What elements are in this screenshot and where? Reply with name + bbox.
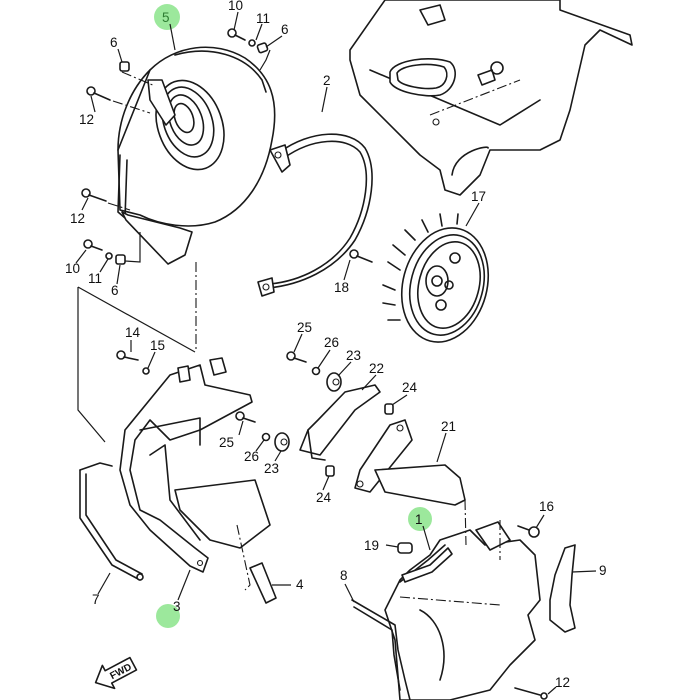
fastener-bolt-10-top[interactable] — [227, 28, 246, 41]
part-air-guide[interactable] — [119, 357, 271, 573]
fastener-bolt-16[interactable] — [517, 525, 540, 538]
callout-6[interactable]: 6 — [110, 35, 118, 50]
fastener-grommet-23-mid[interactable] — [274, 432, 290, 452]
callout-19[interactable]: 19 — [364, 538, 379, 553]
fwd-label: FWD — [108, 662, 133, 682]
fastener-grommet-23-top[interactable] — [326, 372, 342, 392]
callout-12[interactable]: 12 — [79, 112, 94, 127]
fastener-washer-26-mid[interactable] — [261, 432, 271, 442]
fastener-bolt-25-mid[interactable] — [235, 411, 256, 423]
callout-7[interactable]: 7 — [92, 592, 100, 607]
part-lower-cover[interactable] — [384, 499, 541, 700]
highlight-marker-1[interactable] — [408, 507, 432, 531]
callout-12[interactable]: 12 — [555, 675, 570, 690]
fastener-bolt-10-mid[interactable] — [83, 239, 103, 251]
fastener-screw-12-b[interactable] — [81, 188, 107, 202]
callout-14[interactable]: 14 — [125, 325, 141, 340]
fastener-collar-24-bot[interactable] — [325, 465, 335, 477]
callout-12[interactable]: 12 — [70, 211, 85, 226]
fastener-collar-6-top[interactable] — [256, 42, 269, 54]
part-fan-housing[interactable] — [117, 46, 276, 227]
callout-6[interactable]: 6 — [111, 283, 119, 298]
callout-8[interactable]: 8 — [340, 568, 348, 583]
callout-15[interactable]: 15 — [150, 338, 165, 353]
fastener-washer-26-top[interactable] — [311, 366, 321, 376]
callout-25[interactable]: 25 — [297, 320, 312, 335]
callout-3[interactable]: 3 — [173, 599, 181, 614]
fastener-screw-12-a[interactable] — [86, 86, 111, 101]
highlight-marker-3[interactable] — [156, 604, 180, 628]
callout-11[interactable]: 11 — [88, 271, 102, 286]
callout-9[interactable]: 9 — [599, 563, 607, 578]
callout-5[interactable]: 5 — [162, 10, 170, 25]
callout-labels: 5 10 11 6 6 12 2 12 17 10 11 6 18 14 15 … — [65, 0, 607, 690]
fastener-collar-6-mid[interactable] — [115, 254, 126, 265]
part-housing-bracket[interactable] — [121, 211, 193, 265]
part-flywheel[interactable] — [382, 213, 501, 352]
callout-24[interactable]: 24 — [316, 490, 332, 505]
fastener-collar-6-left[interactable] — [119, 61, 130, 72]
fastener-collar-24-top[interactable] — [384, 403, 394, 415]
callout-2[interactable]: 2 — [323, 73, 331, 88]
leader-lines — [75, 11, 597, 695]
highlight-marker-5[interactable] — [154, 4, 180, 30]
part-starter-band[interactable] — [257, 133, 373, 297]
fastener-washer-11-top[interactable] — [248, 39, 256, 47]
callout-25[interactable]: 25 — [219, 435, 234, 450]
callout-17[interactable]: 17 — [471, 189, 486, 204]
fastener-washer-11-mid[interactable] — [105, 252, 113, 260]
part-seal-9[interactable] — [549, 544, 576, 633]
callout-18[interactable]: 18 — [334, 280, 349, 295]
callout-23[interactable]: 23 — [346, 348, 361, 363]
callout-21[interactable]: 21 — [441, 419, 456, 434]
fastener-collar-19[interactable] — [397, 542, 413, 554]
callout-4[interactable]: 4 — [296, 577, 304, 592]
part-lever-21[interactable] — [354, 419, 466, 506]
callout-11[interactable]: 11 — [256, 11, 270, 26]
callout-10[interactable]: 10 — [228, 0, 243, 13]
fastener-screw-12-c[interactable] — [514, 687, 548, 700]
part-top-shroud[interactable] — [349, 0, 633, 196]
fastener-bolt-18[interactable] — [349, 249, 373, 263]
callout-6[interactable]: 6 — [281, 22, 289, 37]
callout-26[interactable]: 26 — [324, 335, 339, 350]
callout-24[interactable]: 24 — [402, 380, 418, 395]
fastener-washer-15[interactable] — [142, 367, 150, 375]
fastener-bolt-25-top[interactable] — [286, 351, 307, 363]
part-bracket-8[interactable] — [351, 599, 411, 700]
callout-1[interactable]: 1 — [415, 512, 423, 527]
part-plate-4[interactable] — [249, 562, 277, 604]
forward-arrow-icon: FWD — [94, 656, 138, 690]
part-bracket-22[interactable] — [299, 384, 381, 461]
part-rod[interactable] — [79, 462, 144, 581]
callout-23[interactable]: 23 — [264, 461, 279, 476]
callout-16[interactable]: 16 — [539, 499, 554, 514]
callout-10[interactable]: 10 — [65, 261, 80, 276]
callout-26[interactable]: 26 — [244, 449, 259, 464]
fastener-bolt-14[interactable] — [116, 350, 139, 361]
callout-22[interactable]: 22 — [369, 361, 384, 376]
